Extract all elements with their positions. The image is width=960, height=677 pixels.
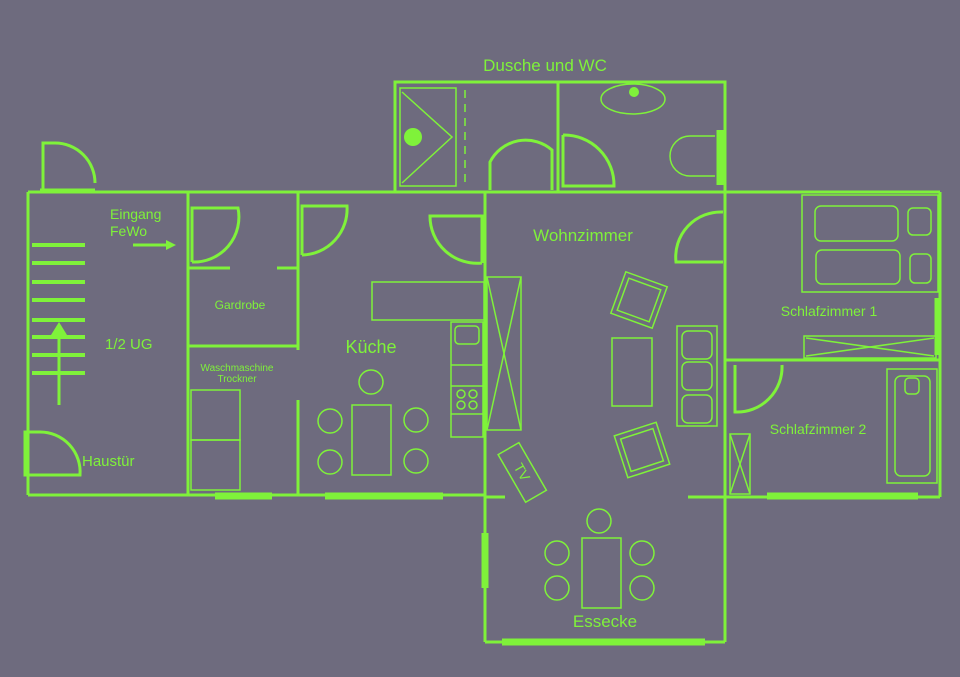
label-tv: TV xyxy=(511,460,534,484)
label-laundry-2: Trockner xyxy=(217,374,257,385)
label-bedroom2: Schlafzimmer 2 xyxy=(770,421,867,437)
label-laundry-1: Waschmaschine xyxy=(201,363,274,374)
label-dining: Essecke xyxy=(573,612,637,631)
label-front-door: Haustür xyxy=(82,453,135,470)
label-entrance-2: FeWo xyxy=(110,223,147,239)
label-bedroom1: Schlafzimmer 1 xyxy=(781,303,878,319)
label-hall: 1/2 UG xyxy=(105,336,153,353)
label-living-room: Wohnzimmer xyxy=(533,226,633,245)
stairs-arrow-icon xyxy=(51,322,67,335)
bedroom-fixtures xyxy=(729,194,939,495)
label-wardrobe: Gardrobe xyxy=(215,298,266,312)
windows xyxy=(215,130,942,646)
living-fixtures xyxy=(486,270,718,609)
kitchen-fixtures xyxy=(190,281,485,491)
label-entrance-1: Eingang xyxy=(110,206,161,222)
stairs xyxy=(32,243,85,405)
doors xyxy=(23,133,784,477)
entrance-arrow-icon xyxy=(133,240,176,250)
bathroom-fixtures xyxy=(399,83,715,187)
label-kitchen: Küche xyxy=(345,337,396,357)
label-bathroom: Dusche und WC xyxy=(483,56,607,75)
